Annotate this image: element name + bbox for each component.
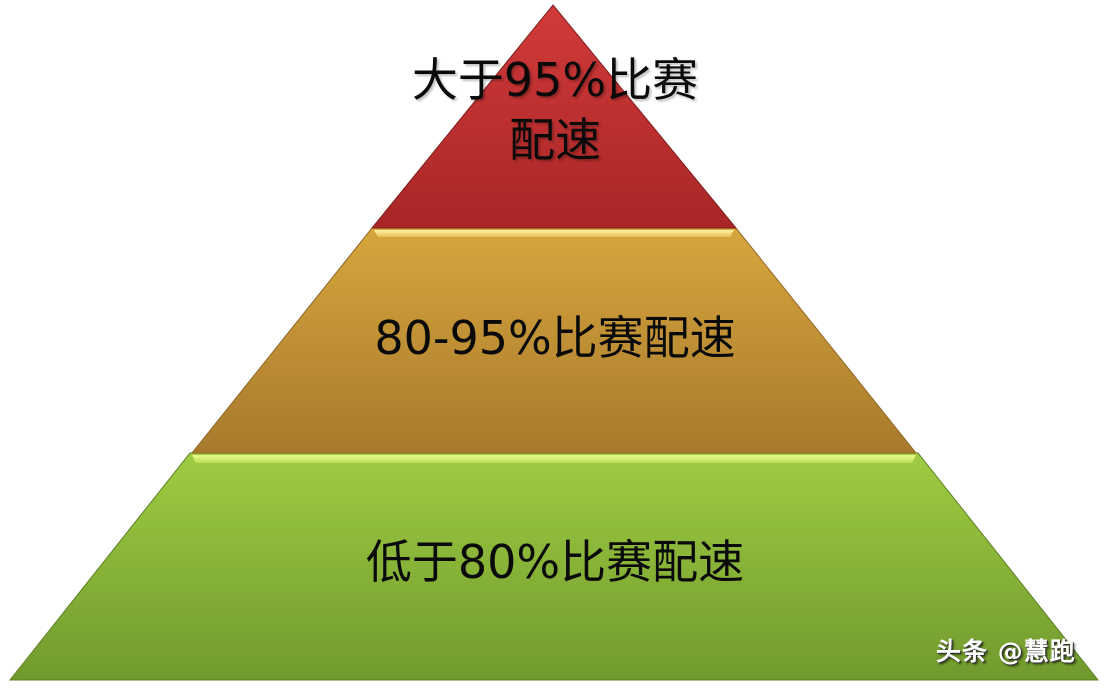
tier-top: [370, 4, 738, 229]
watermark: 头条 @慧跑: [936, 637, 1076, 666]
tier-middle-label: 80-95%比赛配速: [374, 311, 736, 365]
tier-top-label: 大于95%比赛 配速: [360, 50, 750, 170]
tier-top-label-line1: 大于95%比赛: [411, 53, 699, 107]
tier-bottom-label: 低于80%比赛配速: [365, 535, 745, 589]
tier-bottom: [8, 452, 1100, 681]
tier-top-label-line2: 配速: [509, 113, 601, 167]
